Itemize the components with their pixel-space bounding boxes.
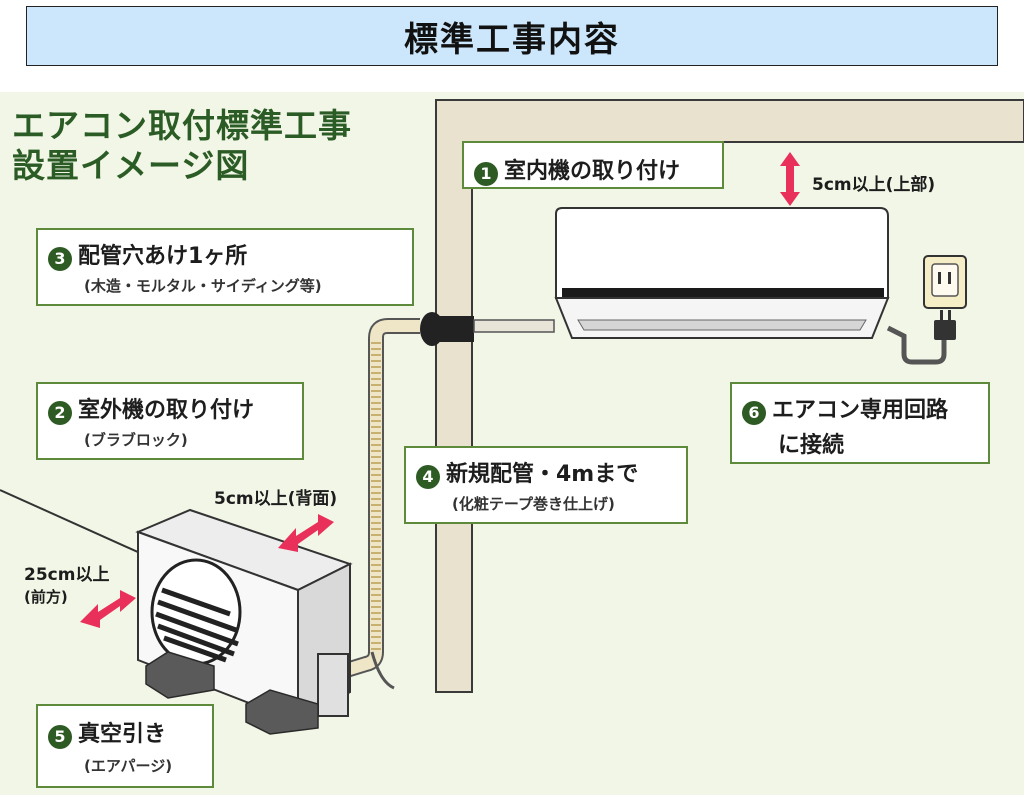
step-number-badge: 2 (48, 400, 72, 425)
step-number-badge: 1 (474, 161, 498, 186)
pipe-horizontal (473, 319, 555, 333)
step-label: 室内機の取り付け (504, 159, 681, 184)
power-outlet (923, 255, 967, 309)
page-header: 標準工事内容 (26, 6, 998, 66)
step-sublabel: (化粧テープ巻き仕上げ) (452, 494, 615, 513)
top-clearance-label: 5cm以上(上部) (812, 175, 936, 195)
back-clearance-arrow (278, 514, 334, 552)
plastic-blocks (145, 651, 319, 735)
step-sublabel: (木造・モルタル・サイディング等) (84, 276, 322, 295)
top-clearance-arrow (780, 152, 800, 206)
step-label: 配管穴あけ1ヶ所 (78, 244, 248, 269)
step-label: 真空引き (78, 722, 167, 747)
step-label: エアコン専用回路 (772, 398, 949, 423)
ground-line (0, 489, 161, 563)
step-number-badge: 5 (48, 724, 72, 749)
front-clearance-arrow (80, 590, 136, 628)
step-number-badge: 6 (742, 400, 766, 425)
back-clearance-label: 5cm以上(背面) (214, 489, 338, 509)
diagram-illustration (0, 99, 1024, 735)
step-number-badge: 4 (416, 464, 440, 489)
front-clearance-label: 25cm以上 (前方) (24, 565, 110, 606)
step-label: 室外機の取り付け (78, 398, 255, 423)
diagram-title: エアコン取付標準工事 設置イメージ図 (12, 106, 352, 185)
step-sublabel: (エアパージ) (84, 756, 173, 775)
step-label: 新規配管・4mまで (446, 462, 639, 487)
indoor-unit (554, 207, 890, 339)
step-number-badge: 3 (48, 246, 72, 271)
page-title: 標準工事内容 (404, 19, 620, 60)
step-label-line2: に接続 (778, 432, 845, 458)
step-sublabel: (ブラブロック) (84, 430, 188, 449)
